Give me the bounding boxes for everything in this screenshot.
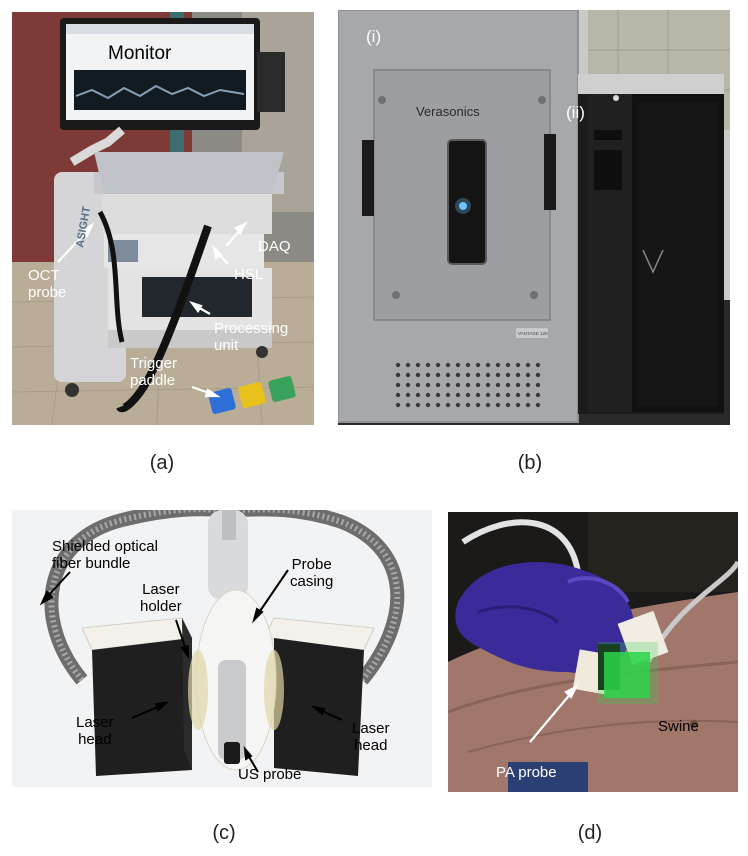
label-fiber-bundle-text: Shielded optical fiber bundle (52, 538, 158, 572)
label-oct-probe-text: OCT probe (28, 267, 67, 301)
swine-imaging-photo (448, 512, 738, 792)
label-daq: DAQ (258, 238, 291, 255)
label-laser-head-right: Laser head (352, 720, 390, 754)
label-b-ii: (ii) (566, 103, 585, 122)
label-hsl: HSL (234, 266, 264, 283)
label-b-i: (i) (366, 27, 382, 46)
model-plate-text: VANTAGE 128 (518, 331, 548, 336)
caption-b: (b) (517, 452, 543, 474)
label-laser-holder: Laser holder (140, 581, 182, 615)
panel-a-photo: ASIGHT (12, 12, 314, 425)
label-swine: Swine (658, 718, 699, 735)
label-laser-holder-text: Laser holder (140, 581, 182, 615)
label-laser-head-left-text: Laser head (76, 714, 114, 748)
label-trigger-paddle: Trigger paddle (130, 355, 177, 389)
caption-a: (a) (149, 452, 175, 474)
panel-d-photo (448, 512, 738, 792)
label-processing-unit: Processing unit (214, 320, 288, 354)
label-laser-head-left: Laser head (76, 714, 114, 748)
label-probe-casing: Probe casing (290, 556, 333, 590)
panel-b-photo: Verasonics VANTAGE 128 (338, 10, 730, 425)
caption-c: (c) (212, 822, 236, 844)
label-laser-head-right-text: Laser head (352, 720, 390, 754)
panel-c-photo (12, 510, 432, 787)
label-trigger-paddle-text: Trigger paddle (130, 355, 177, 389)
verasonics-photo: Verasonics VANTAGE 128 (338, 10, 730, 425)
vent-pattern (395, 362, 541, 408)
verasonics-brand-text: Verasonics (416, 104, 480, 119)
caption-d: (d) (577, 822, 603, 844)
label-fiber-bundle: Shielded optical fiber bundle (52, 538, 158, 572)
pa-probe-assembly-photo (12, 510, 432, 787)
label-processing-unit-text: Processing unit (214, 320, 289, 354)
label-pa-probe: PA probe (496, 764, 557, 781)
label-probe-casing-text: Probe casing (290, 556, 334, 590)
label-oct-probe: OCT probe (28, 267, 66, 301)
label-us-probe: US probe (238, 766, 302, 783)
oct-system-photo: ASIGHT (12, 12, 314, 425)
monitor-label: Monitor (108, 43, 172, 64)
